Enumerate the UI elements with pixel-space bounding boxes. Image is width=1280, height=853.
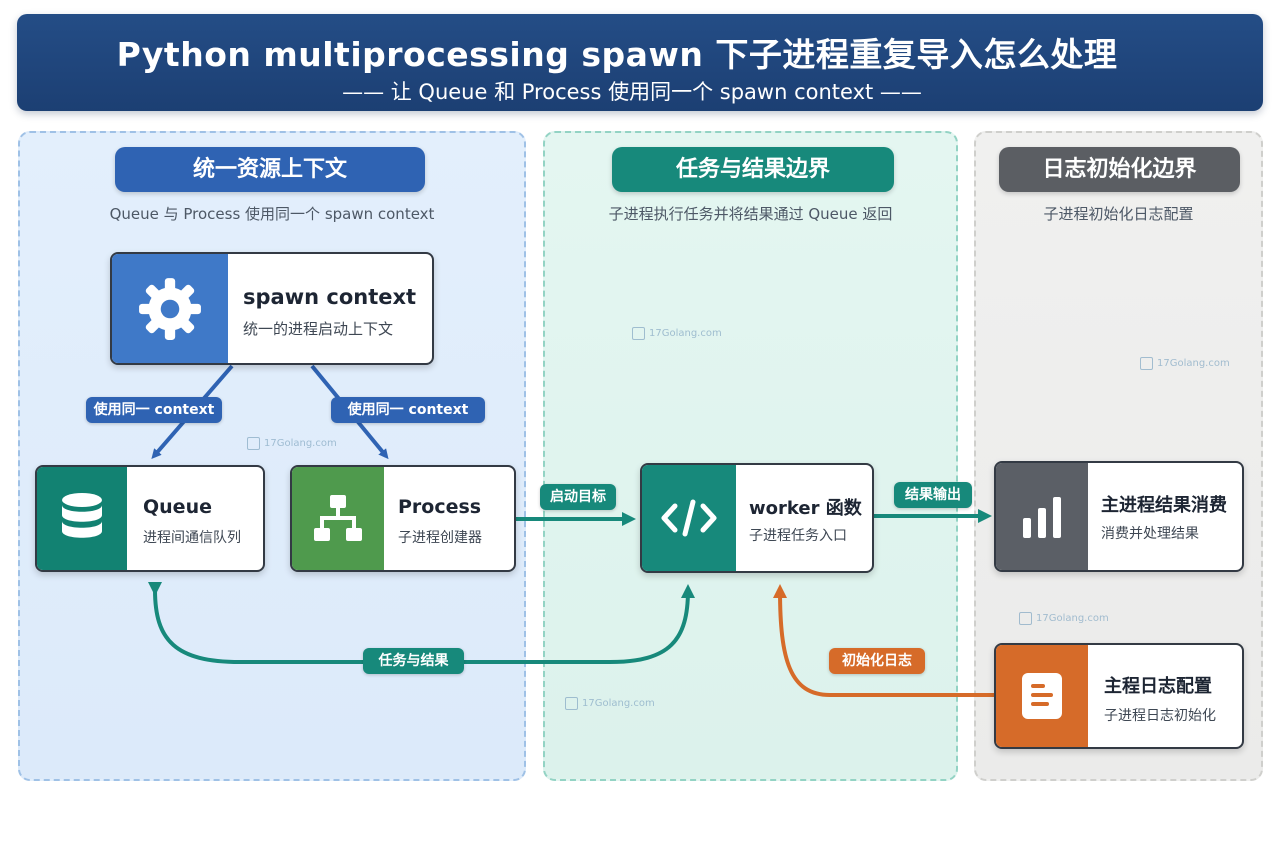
edge-queue-worker-loop [147,581,695,664]
node-process[interactable]: Process 子进程创建器 [290,465,516,572]
edge-label-ctx-to-queue: 使用同一 context [86,397,222,423]
watermark-logo-icon [565,697,578,710]
node-title: 主进程结果消费 [1101,495,1227,516]
panel-heading-unified-context: 统一资源上下文 [115,147,425,192]
watermark-logo-icon [1140,357,1153,370]
hierarchy-icon [292,467,384,570]
gear-icon [112,254,228,363]
node-title: Queue [143,496,212,518]
node-log-config[interactable]: 主程日志配置 子进程日志初始化 [994,643,1244,749]
panel-caption-task-result: 子进程执行任务并将结果通过 Queue 返回 [608,205,893,223]
edge-log-to-worker [773,584,994,697]
node-desc: 子进程日志初始化 [1104,708,1216,724]
node-worker[interactable]: worker 函数 子进程任务入口 [640,463,874,573]
node-result-consumer[interactable]: 主进程结果消费 消费并处理结果 [994,461,1244,572]
node-queue[interactable]: Queue 进程间通信队列 [35,465,265,572]
node-title: spawn context [243,285,417,309]
edge-label-process-to-worker: 启动目标 [540,484,616,510]
database-icon [37,467,127,570]
panel-heading-logging: 日志初始化边界 [999,147,1240,192]
watermark: 17Golang.com [247,437,337,450]
node-desc: 子进程创建器 [398,530,482,546]
watermark: 17Golang.com [565,697,655,710]
node-title: 主程日志配置 [1104,676,1212,697]
code-icon [642,465,736,571]
panel-caption-unified-context: Queue 与 Process 使用同一个 spawn context [109,205,435,223]
watermark-logo-icon [632,327,645,340]
node-desc: 进程间通信队列 [143,530,241,546]
edge-label-queue-worker-loop: 任务与结果 [363,648,464,674]
bar-chart-icon [996,463,1088,570]
node-title: worker 函数 [749,498,862,519]
edge-label-worker-to-result: 结果输出 [894,482,972,508]
page-subtitle: —— 让 Queue 和 Process 使用同一个 spawn context… [342,80,922,104]
watermark: 17Golang.com [632,327,722,340]
node-desc: 子进程任务入口 [749,528,847,544]
header-banner: Python multiprocessing spawn 下子进程重复导入怎么处… [17,14,1263,111]
node-title: Process [398,496,482,518]
watermark-logo-icon [1019,612,1032,625]
edge-label-ctx-to-process: 使用同一 context [331,397,485,423]
panel-heading-task-result: 任务与结果边界 [612,147,894,192]
page-title: Python multiprocessing spawn 下子进程重复导入怎么处… [116,35,1118,74]
watermark-logo-icon [247,437,260,450]
watermark: 17Golang.com [1019,612,1109,625]
node-spawn-context[interactable]: spawn context 统一的进程启动上下文 [110,252,434,365]
panel-caption-logging: 子进程初始化日志配置 [1043,205,1194,223]
document-icon [996,645,1088,747]
node-desc: 统一的进程启动上下文 [243,320,394,338]
node-desc: 消费并处理结果 [1101,526,1199,542]
watermark: 17Golang.com [1140,357,1230,370]
edge-label-log-to-worker: 初始化日志 [829,648,925,674]
